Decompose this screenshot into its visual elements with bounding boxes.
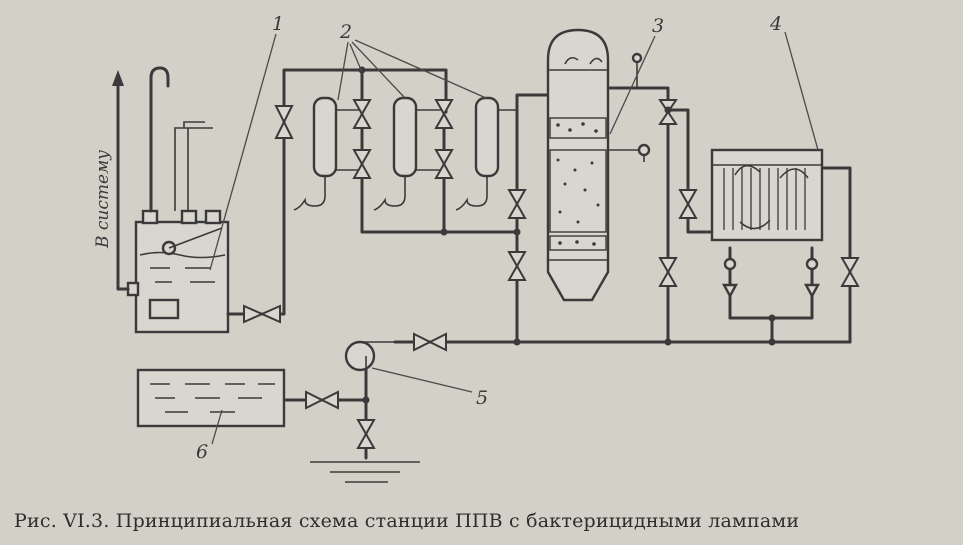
leader-lines bbox=[209, 31, 819, 445]
junctions bbox=[358, 66, 776, 404]
figure-caption: Рис. VI.3. Принципиальная схема станции … bbox=[14, 510, 800, 532]
label-6: 6 bbox=[196, 441, 208, 463]
pump bbox=[344, 340, 395, 372]
label-3: 3 bbox=[652, 15, 664, 37]
pressure-tank bbox=[126, 66, 230, 334]
label-1: 1 bbox=[272, 13, 284, 35]
process-scheme: В систему bbox=[93, 13, 860, 483]
valves bbox=[243, 99, 860, 449]
outlet-to-system: В систему bbox=[93, 70, 130, 291]
clean-water-tank bbox=[136, 368, 286, 428]
label-2: 2 bbox=[339, 21, 352, 43]
label-5: 5 bbox=[476, 387, 488, 409]
uv-lamp-unit bbox=[710, 148, 824, 299]
contact-column bbox=[546, 28, 651, 302]
label-to-system: В систему bbox=[93, 150, 113, 249]
label-4: 4 bbox=[769, 13, 782, 35]
filters bbox=[293, 96, 517, 211]
